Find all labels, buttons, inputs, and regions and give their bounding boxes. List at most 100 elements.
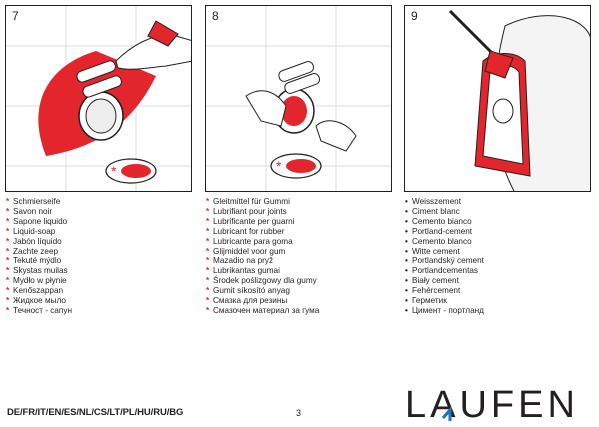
translation-item: *Kenőszappan bbox=[6, 286, 72, 296]
bullet-marker: • bbox=[405, 276, 408, 286]
bullet-marker: * bbox=[6, 286, 10, 296]
translation-item: *Zachte zeep bbox=[6, 247, 72, 257]
cement-translations: •Weisszement•Ciment blanc•Cemento bianco… bbox=[405, 197, 484, 316]
bullet-marker: * bbox=[206, 197, 210, 206]
translation-item: • Portland-cement bbox=[405, 227, 484, 237]
translation-item: •Weisszement bbox=[405, 197, 484, 207]
bullet-marker: * bbox=[6, 246, 10, 256]
translation-text: Portlandský cement bbox=[412, 256, 484, 266]
bullet-marker: * bbox=[6, 256, 10, 266]
translation-item: *Savon noir bbox=[6, 207, 72, 217]
translation-text: Течност - сапун bbox=[13, 305, 72, 315]
translation-item: *Jabón líquido bbox=[6, 237, 72, 247]
translation-text: Tekuté mýdlo bbox=[13, 256, 62, 266]
translation-text: Zachte zeep bbox=[13, 246, 59, 256]
translation-text: Sapone liquido bbox=[13, 216, 68, 226]
translation-text: Gumit síkosító anyag bbox=[213, 286, 290, 296]
translation-item: *Mydło w płynie bbox=[6, 276, 72, 286]
bullet-marker: • bbox=[405, 305, 408, 315]
translation-item: *Tekuté mýdlo bbox=[6, 256, 72, 266]
translation-text: Смазочен материал за гума bbox=[213, 305, 320, 315]
translation-item: *Gleitmittel für Gummi bbox=[206, 197, 319, 207]
translation-text: Portlandcementas bbox=[412, 266, 478, 276]
step-7-panel: 7 * bbox=[5, 5, 192, 192]
translation-text: Lubrikantas gumai bbox=[213, 266, 280, 276]
translation-item: *Liquid-soap bbox=[6, 227, 72, 237]
translation-item: *Lubricant for rubber bbox=[206, 227, 319, 237]
bullet-marker: * bbox=[206, 226, 210, 236]
svg-text:*: * bbox=[111, 163, 117, 179]
step-number: 8 bbox=[212, 9, 219, 23]
translation-item: *Środek poślizgowy dla gumy bbox=[206, 276, 319, 286]
translation-item: *Смазочен материал за гума bbox=[206, 306, 319, 316]
soap-illustration: * bbox=[6, 6, 191, 191]
bullet-marker: * bbox=[206, 286, 210, 296]
translation-text: Weisszement bbox=[412, 197, 461, 206]
bullet-marker: • bbox=[405, 296, 408, 306]
translation-text: Lubrificante per guarni bbox=[213, 216, 295, 226]
translation-item: •Witte cement bbox=[405, 247, 484, 257]
translation-text: Cemento blanco bbox=[412, 236, 472, 246]
translation-item: •Цимент - портланд bbox=[405, 306, 484, 316]
translation-item: • Герметик bbox=[405, 296, 484, 306]
bullet-marker: • bbox=[405, 266, 408, 276]
bullet-marker: * bbox=[206, 246, 210, 256]
translation-item: *Lubricante para goma bbox=[206, 237, 319, 247]
translation-item: *Sapone liquido bbox=[6, 217, 72, 227]
bullet-marker: • bbox=[405, 206, 408, 216]
translation-text: Portland-cement bbox=[412, 226, 473, 236]
translation-text: Герметик bbox=[412, 296, 447, 306]
translation-item: *Mazadio na pryž bbox=[206, 256, 319, 266]
translation-text: Lubricant for rubber bbox=[213, 226, 285, 236]
page-number: 3 bbox=[296, 408, 302, 418]
translation-item: *Skystas muilas bbox=[6, 266, 72, 276]
bullet-marker: * bbox=[206, 296, 210, 306]
bullet-marker: * bbox=[6, 206, 10, 216]
step-9-panel: 9 bbox=[404, 5, 591, 192]
bullet-marker: • bbox=[405, 226, 408, 236]
translation-text: Жидкое мыло bbox=[13, 296, 66, 306]
translation-item: *Lubrifiant pour joints bbox=[206, 207, 319, 217]
translation-text: Skystas muilas bbox=[13, 266, 68, 276]
translation-item: *Schmierseife bbox=[6, 197, 72, 207]
bullet-marker: * bbox=[6, 305, 10, 315]
step-8-panel: 8 * bbox=[205, 5, 392, 192]
translation-text: Ciment blanc bbox=[412, 206, 460, 216]
bullet-marker: * bbox=[206, 305, 210, 315]
translation-text: Kenőszappan bbox=[13, 286, 64, 296]
translation-item: *Жидкое мыло bbox=[6, 296, 72, 306]
bullet-marker: * bbox=[6, 296, 10, 306]
cement-illustration bbox=[448, 9, 590, 191]
translation-item: • Ciment blanc bbox=[405, 207, 484, 217]
translation-item: • Portlandcementas bbox=[405, 266, 484, 276]
translation-text: Glijmiddel voor gum bbox=[213, 246, 286, 256]
bullet-marker: * bbox=[6, 236, 10, 246]
language-codes: DE/FR/IT/EN/ES/NL/CS/LT/PL/HU/RU/BG bbox=[7, 407, 184, 418]
bullet-marker: * bbox=[6, 266, 10, 276]
translation-text: Schmierseife bbox=[13, 197, 61, 206]
translation-text: Mazadio na pryž bbox=[213, 256, 274, 266]
translation-text: Lubrifiant pour joints bbox=[213, 206, 287, 216]
lubricant-translations: *Gleitmittel für Gummi*Lubrifiant pour j… bbox=[206, 197, 319, 316]
translation-text: Cemento bianco bbox=[412, 216, 472, 226]
bullet-marker: • bbox=[405, 216, 408, 226]
translation-item: •Cemento blanco bbox=[405, 237, 484, 247]
translation-text: Fehércement bbox=[412, 286, 461, 296]
logo-text: LAUFEN bbox=[405, 385, 579, 421]
translation-text: Gleitmittel für Gummi bbox=[213, 197, 290, 206]
bullet-marker: * bbox=[206, 216, 210, 226]
translation-text: Jabón líquido bbox=[13, 236, 62, 246]
bullet-marker: • bbox=[405, 246, 408, 256]
bullet-marker: * bbox=[206, 206, 210, 216]
bullet-marker: • bbox=[405, 256, 408, 266]
translation-item: • Fehércement bbox=[405, 286, 484, 296]
soap-translations: *Schmierseife*Savon noir*Sapone liquido*… bbox=[6, 197, 72, 316]
step-number: 9 bbox=[411, 9, 418, 23]
bullet-marker: * bbox=[6, 226, 10, 236]
step-number: 7 bbox=[12, 9, 19, 23]
translation-item: *Смазка для резины bbox=[206, 296, 319, 306]
bullet-marker: • bbox=[405, 286, 408, 296]
bullet-marker: * bbox=[6, 276, 10, 286]
laufen-logo: LAUFEN bbox=[405, 385, 579, 421]
translation-item: *Lubrificante per guarni bbox=[206, 217, 319, 227]
